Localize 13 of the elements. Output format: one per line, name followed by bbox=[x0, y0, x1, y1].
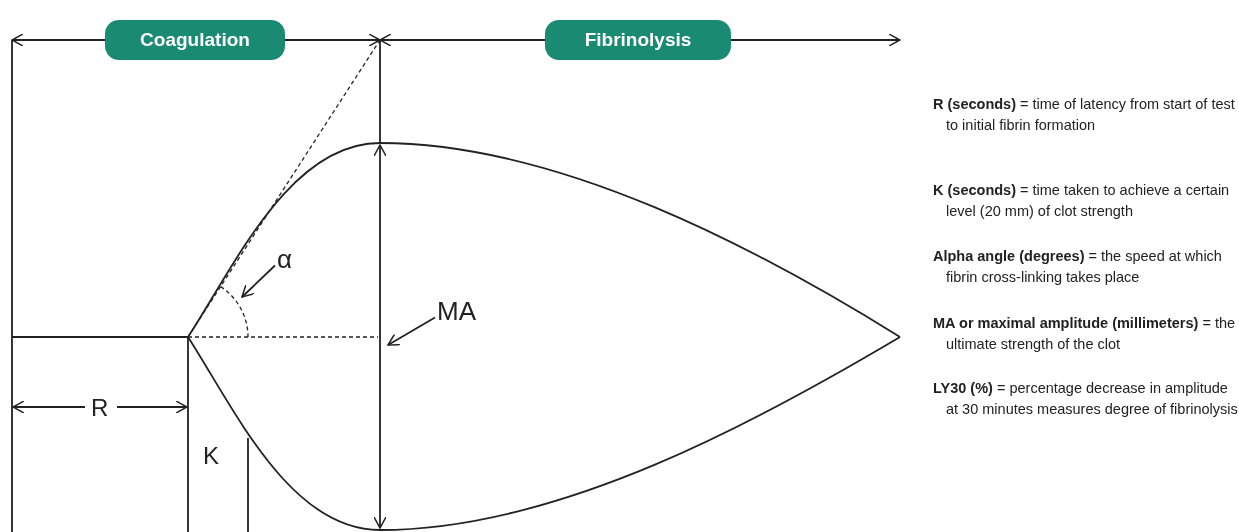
amplitude-label: MA bbox=[437, 298, 476, 324]
phase-label-pill: Fibrinolysis bbox=[545, 20, 731, 60]
definition-text: R (seconds) = time of latency from start of test to initial fibrin formation bbox=[933, 95, 1236, 135]
leader-arrow bbox=[241, 264, 276, 298]
leader-arrow bbox=[387, 316, 436, 346]
definition-text: Alpha angle (degrees) = the speed at which fibrin cross-linking takes place bbox=[933, 247, 1223, 287]
definition-text: LY30 (%) = percentage decrease in amplitude at 30 minutes measures degree of fibrinolysis bbox=[933, 379, 1239, 419]
phase-label-pill: Coagulation bbox=[105, 20, 285, 60]
dimension-label: K bbox=[203, 442, 219, 470]
definition-text: K (seconds) = time taken to achieve a certain level (20 mm) of clot strength bbox=[933, 181, 1231, 221]
definition-text: MA or maximal amplitude (millimeters) = the ultimate strength of the clot bbox=[933, 314, 1237, 354]
angle-label: α bbox=[277, 246, 293, 272]
dimension-label: R bbox=[91, 394, 109, 422]
